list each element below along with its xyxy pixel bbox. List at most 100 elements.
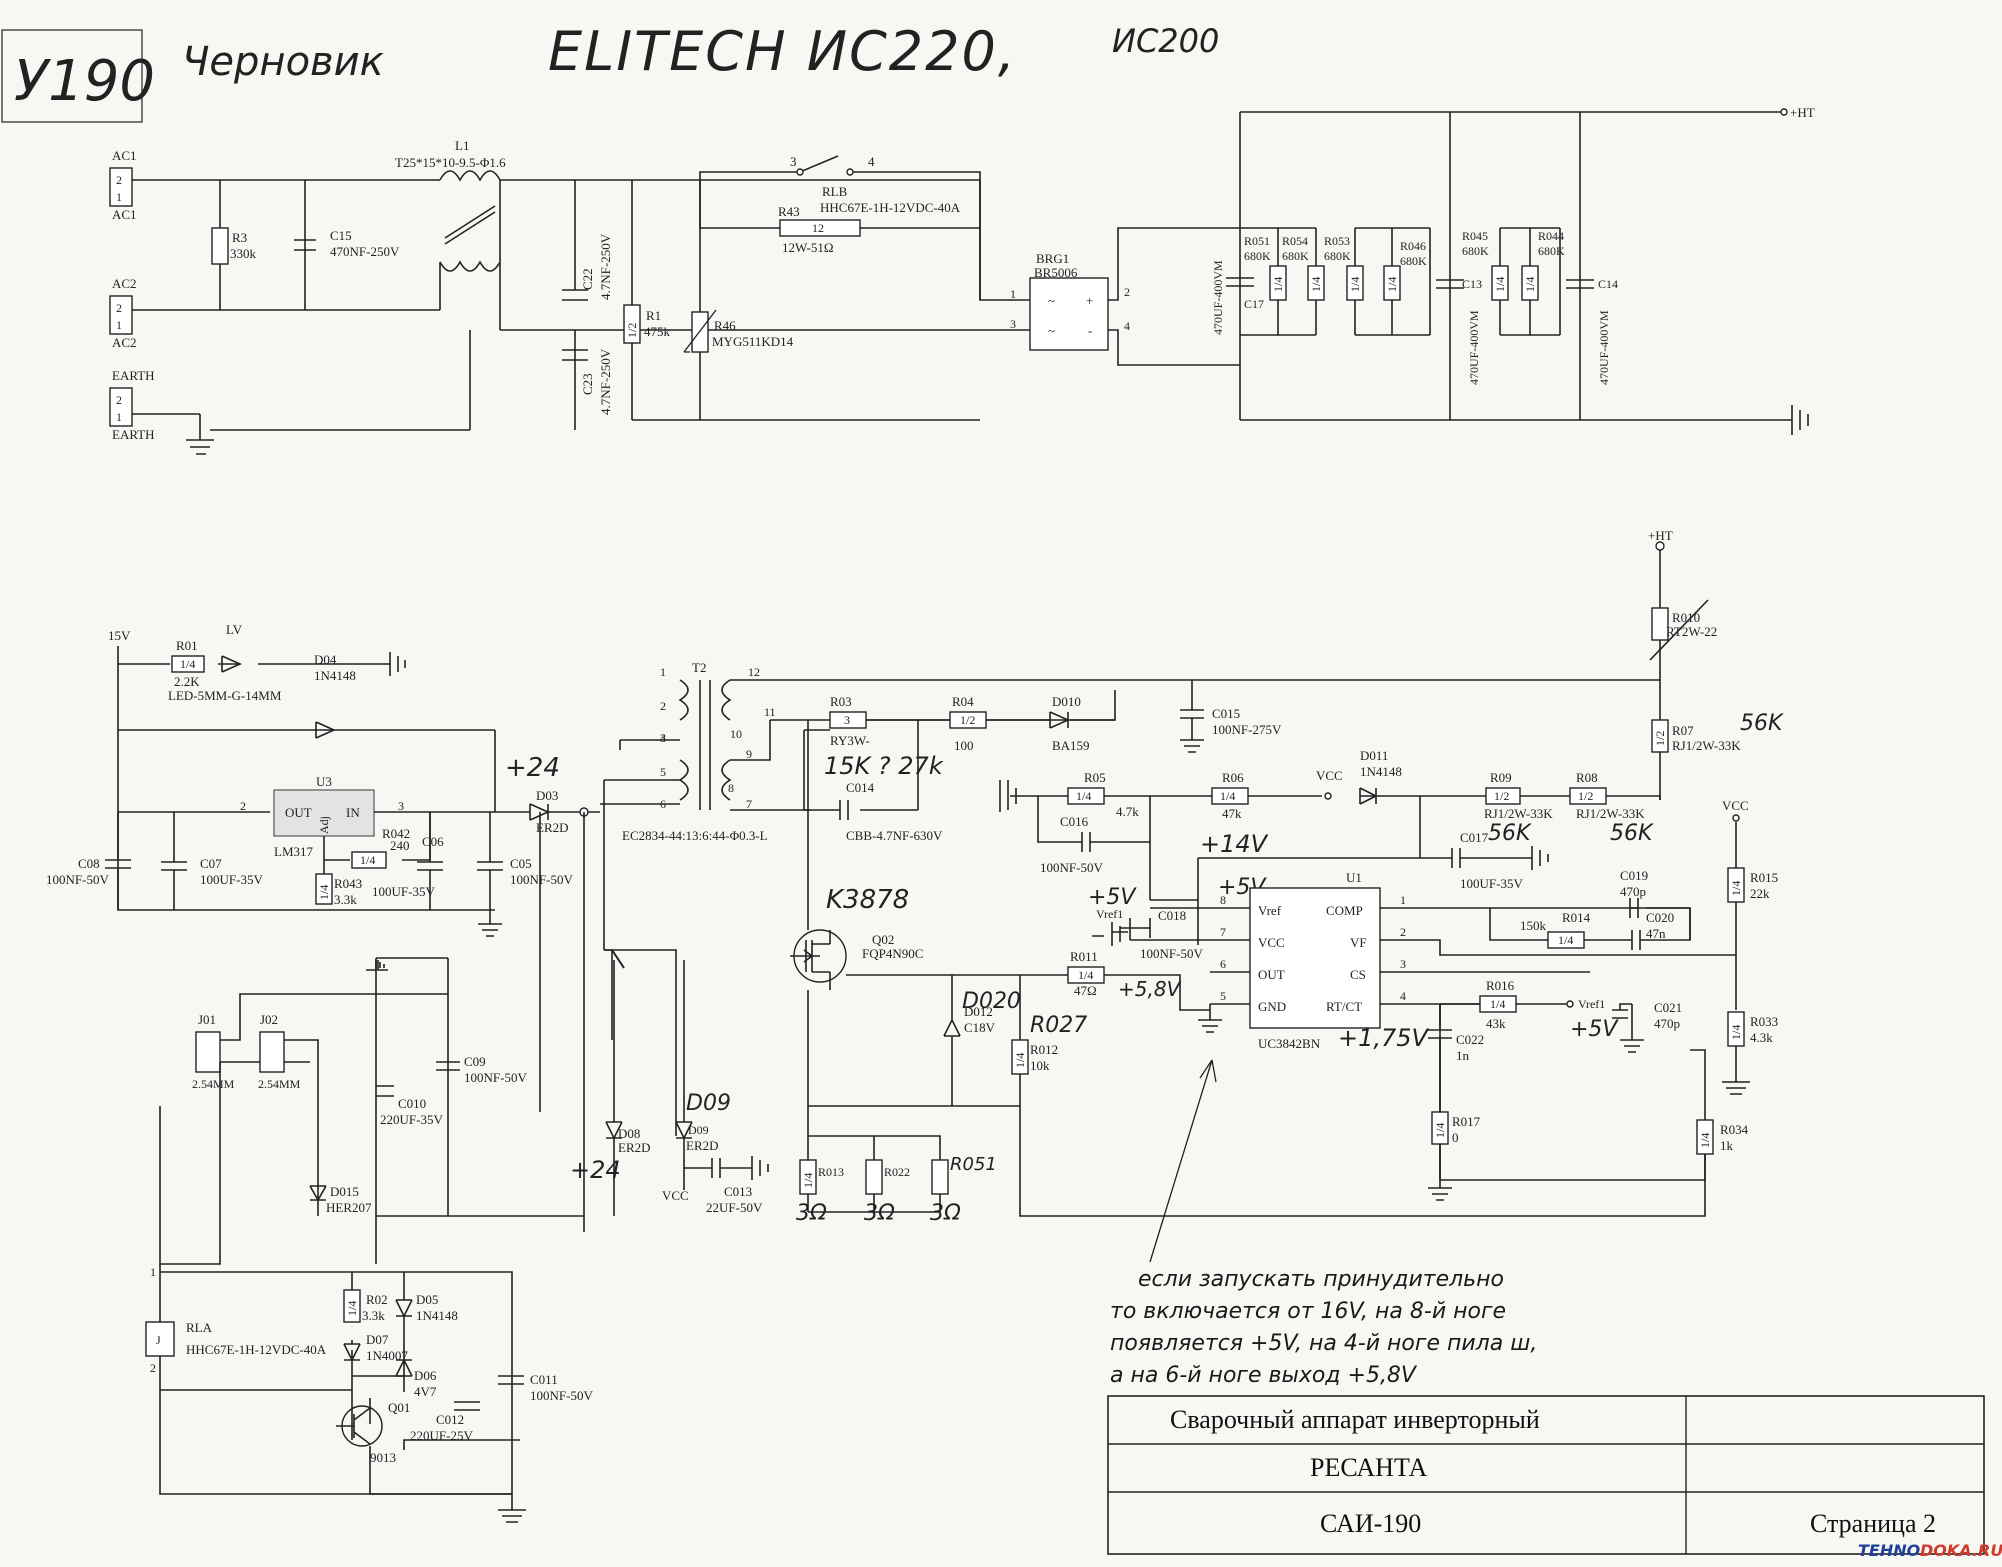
ac1-label: AC1 bbox=[112, 148, 137, 163]
brg1-pin2: 2 bbox=[1124, 285, 1130, 299]
r022-label: R022 bbox=[884, 1165, 910, 1179]
c08-value: 100NF-50V bbox=[46, 872, 109, 887]
c013-ground-icon bbox=[751, 1156, 769, 1180]
r09-value: RJ1/2W-33K bbox=[1484, 806, 1553, 821]
r053-value: 680K bbox=[1324, 249, 1351, 263]
c012-label: C012 bbox=[436, 1412, 464, 1427]
c015-label: C015 bbox=[1212, 706, 1240, 721]
brg1-value: BR5006 bbox=[1034, 265, 1078, 280]
c14-label: C14 bbox=[1598, 277, 1618, 291]
r09-label: R09 bbox=[1490, 770, 1512, 785]
r07-code: 1/2 bbox=[1653, 731, 1667, 746]
c011-capacitor bbox=[498, 1375, 524, 1385]
rla-spec: HHC67E-1H-12VDC-40A bbox=[186, 1342, 327, 1357]
r09-code: 1/2 bbox=[1494, 789, 1509, 803]
u1-pin7: 7 bbox=[1220, 925, 1226, 939]
hw-r08-value: 56K bbox=[1610, 821, 1654, 846]
ac1-connector bbox=[109, 167, 133, 207]
u1-uc3842 bbox=[1249, 887, 1381, 1029]
ac2-connector bbox=[109, 295, 133, 335]
ac1-label-bottom: AC1 bbox=[112, 207, 137, 222]
u3-label: U3 bbox=[316, 774, 332, 789]
c15-value: 470NF-250V bbox=[330, 244, 400, 259]
r045-resistor bbox=[1491, 265, 1509, 301]
c08-label: C08 bbox=[78, 856, 100, 871]
led-ground-icon bbox=[389, 652, 406, 676]
d015-label: D015 bbox=[330, 1184, 359, 1199]
c06-capacitor bbox=[417, 812, 443, 910]
u1-pin6: 6 bbox=[1220, 957, 1226, 971]
u1-vref-pin: Vref bbox=[1258, 903, 1282, 918]
r02-value: 3.3k bbox=[362, 1308, 385, 1323]
hw-plus5v-c: +5V bbox=[1570, 1017, 1619, 1042]
d012-zener bbox=[943, 975, 961, 1106]
hw-r09-value: 56K bbox=[1488, 821, 1532, 846]
model-title: ELITECH ИС220, bbox=[548, 20, 1017, 83]
u3-in-pin: IN bbox=[346, 805, 360, 820]
j02-label: J02 bbox=[260, 1012, 278, 1027]
r044-resistor bbox=[1521, 265, 1539, 301]
r04-label: R04 bbox=[952, 694, 974, 709]
brg1-pin1: 1 bbox=[1010, 287, 1016, 301]
t2-transformer bbox=[678, 679, 732, 801]
d011-label: D011 bbox=[1360, 748, 1388, 763]
r05-value: 4.7k bbox=[1116, 804, 1139, 819]
title-row3: САИ-190 bbox=[1320, 1509, 1421, 1538]
r015-label: R015 bbox=[1750, 870, 1778, 885]
c017-label: C017 bbox=[1460, 830, 1489, 845]
u1-gnd-pin: GND bbox=[1258, 999, 1286, 1014]
r045-label: R045 bbox=[1462, 229, 1488, 243]
c06-value: 100UF-35V bbox=[372, 884, 435, 899]
bulk-ground-icon bbox=[1791, 405, 1809, 435]
bulk-capacitor-bank: +HT 1/4 1/4 1/4 1/4 1/4 1/4 R051 680K R0… bbox=[1211, 105, 1815, 435]
c022-capacitor bbox=[1428, 1004, 1452, 1112]
c018-ground-icon bbox=[1092, 922, 1128, 946]
relay-pin3: 3 bbox=[790, 154, 797, 169]
u1-out-pin: OUT bbox=[1258, 967, 1285, 982]
r06-label: R06 bbox=[1222, 770, 1244, 785]
r05-resistor bbox=[1067, 787, 1105, 805]
r017-value: 0 bbox=[1452, 1130, 1459, 1145]
d03-label: D03 bbox=[536, 788, 558, 803]
d05-label: D05 bbox=[416, 1292, 438, 1307]
r042-value: 240 bbox=[390, 838, 410, 853]
t2-pin8: 8 bbox=[728, 781, 734, 795]
u1-vf-pin: VF bbox=[1350, 935, 1367, 950]
u1-pin2: 2 bbox=[1400, 925, 1406, 939]
c05-label: C05 bbox=[510, 856, 532, 871]
r01-resistor bbox=[171, 655, 205, 673]
t2-spec: EC2834-44:13:6:44-Φ0.3-L bbox=[622, 828, 768, 843]
r034-value: 1k bbox=[1720, 1138, 1734, 1153]
watermark-logo: TEHNO DOKA.RU bbox=[1858, 1541, 2002, 1560]
c019-value: 470p bbox=[1620, 884, 1646, 899]
r011-label: R011 bbox=[1070, 949, 1098, 964]
r043-resistor bbox=[315, 873, 333, 905]
vref1-label: Vref1 bbox=[1096, 907, 1123, 921]
c14-capacitor bbox=[1566, 279, 1594, 289]
note-line-4: а на 6-й ноге выход +5,8V bbox=[1110, 1363, 1418, 1388]
earth-pin1: 1 bbox=[116, 410, 122, 424]
r07-value: RJ1/2W-33K bbox=[1672, 738, 1741, 753]
u3-out-pin: OUT bbox=[285, 805, 312, 820]
c05-capacitor bbox=[477, 812, 503, 910]
r051-code: 1/4 bbox=[1271, 277, 1285, 292]
stamp-box bbox=[1, 29, 143, 123]
u1-label: U1 bbox=[1346, 870, 1362, 885]
t2-pin4: 4 bbox=[660, 731, 666, 745]
r43-code: 12 bbox=[812, 221, 824, 235]
r04-code: 1/2 bbox=[960, 713, 975, 727]
r022-resistor bbox=[865, 1159, 883, 1195]
u1-pin4: 4 bbox=[1400, 989, 1406, 1003]
r04-value: 100 bbox=[954, 738, 974, 753]
u3-pin2: 2 bbox=[240, 799, 246, 813]
r043-code: 1/4 bbox=[317, 885, 331, 900]
r051-resistor bbox=[1269, 265, 1287, 301]
r054-value: 680K bbox=[1282, 249, 1309, 263]
q02-value: FQP4N90C bbox=[862, 946, 923, 961]
r042-label: R042 bbox=[382, 826, 410, 841]
d06-zener bbox=[395, 1358, 413, 1377]
c13-label: C13 bbox=[1462, 277, 1482, 291]
u1-pin1: 1 bbox=[1400, 893, 1406, 907]
vcc2-label: VCC bbox=[1722, 798, 1749, 813]
